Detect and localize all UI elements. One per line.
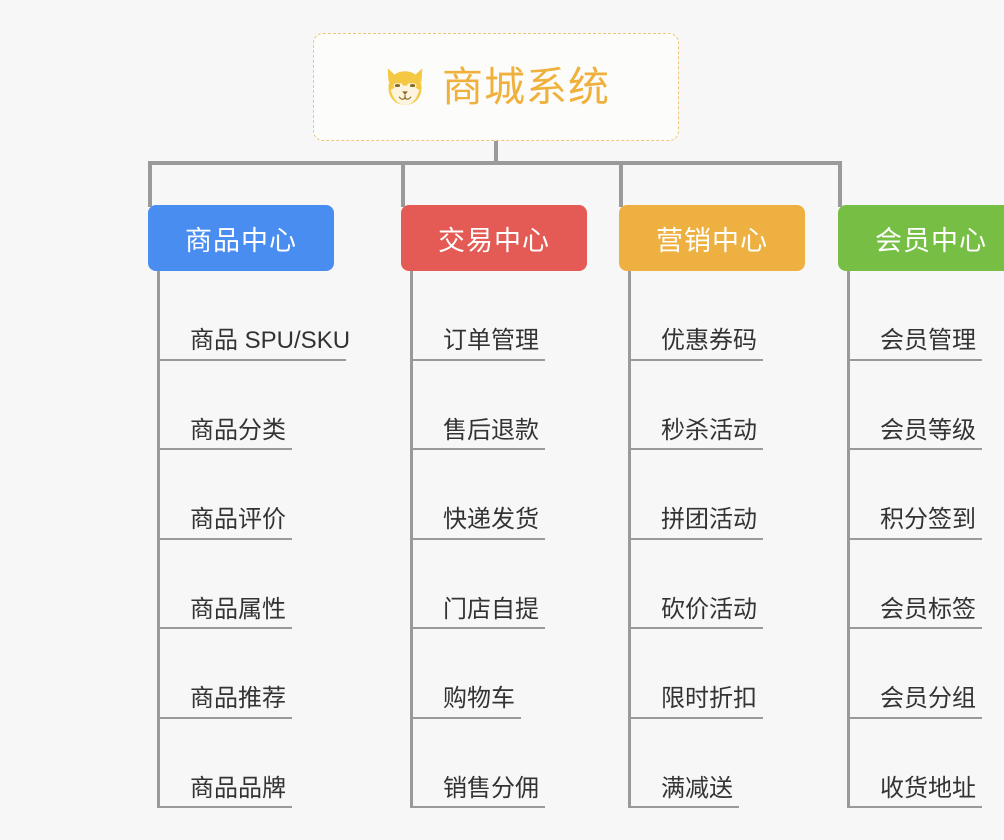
leaf-underline: [160, 716, 292, 719]
leaf-underline: [631, 537, 763, 540]
leaf-item[interactable]: 商品分类: [160, 361, 368, 450]
leaf-item-label: 商品分类: [190, 416, 286, 444]
leaf-item-label: 快递发货: [443, 506, 539, 534]
category-header-member[interactable]: 会员中心: [838, 205, 1004, 271]
leaf-item[interactable]: 会员标签: [850, 540, 1004, 629]
category-header-trade[interactable]: 交易中心: [401, 205, 587, 271]
leaf-item[interactable]: 会员分组: [850, 629, 1004, 719]
leaf-underline: [413, 537, 545, 540]
leaf-underline: [160, 627, 292, 629]
leaf-underline: [631, 358, 763, 361]
category-header-marketing[interactable]: 营销中心: [619, 205, 805, 271]
leaf-item-label: 商品 SPU/SKU: [190, 327, 351, 355]
leaf-underline: [850, 716, 982, 719]
leaf-item-label: 购物车: [443, 685, 515, 713]
leaf-item[interactable]: 满减送: [631, 719, 839, 808]
leaf-item-label: 优惠券码: [661, 327, 757, 355]
leaf-item-label: 销售分佣: [443, 774, 539, 802]
leaf-item[interactable]: 商品属性: [160, 540, 368, 629]
category-header-product[interactable]: 商品中心: [148, 205, 334, 271]
leaf-item-label: 满减送: [661, 774, 733, 802]
leaf-item-label: 收货地址: [880, 774, 976, 802]
leaf-underline: [850, 448, 982, 450]
leaf-item[interactable]: 会员管理: [850, 271, 1004, 361]
leaf-item[interactable]: 门店自提: [413, 540, 621, 629]
leaf-underline: [631, 716, 763, 719]
leaf-item-label: 商品品牌: [190, 774, 286, 802]
leaf-item[interactable]: 拼团活动: [631, 450, 839, 540]
root-node[interactable]: 商城系统: [313, 33, 679, 141]
leaf-underline: [160, 806, 292, 808]
leaf-item-label: 会员等级: [880, 416, 976, 444]
leaf-item-label: 会员分组: [880, 685, 976, 713]
leaf-item[interactable]: 优惠券码: [631, 271, 839, 361]
leaf-underline: [160, 448, 292, 450]
leaf-item[interactable]: 订单管理: [413, 271, 621, 361]
leaf-underline: [631, 806, 739, 808]
leaf-underline: [160, 358, 346, 361]
leaf-item-label: 限时折扣: [661, 685, 757, 713]
leaf-item[interactable]: 砍价活动: [631, 540, 839, 629]
leaf-underline: [850, 806, 982, 808]
leaf-item-label: 商品推荐: [190, 685, 286, 713]
leaf-item[interactable]: 商品推荐: [160, 629, 368, 719]
leaf-underline: [631, 448, 763, 450]
leaf-item-label: 商品评价: [190, 506, 286, 534]
leaf-item[interactable]: 快递发货: [413, 450, 621, 540]
leaf-underline: [850, 537, 982, 540]
leaf-underline: [850, 358, 982, 361]
leaf-underline: [413, 627, 545, 629]
leaf-underline: [160, 537, 292, 540]
column-drop-connector: [838, 161, 842, 207]
horizontal-bus-connector: [148, 161, 840, 165]
leaf-item[interactable]: 会员等级: [850, 361, 1004, 450]
leaf-list-member: 会员管理会员等级积分签到会员标签会员分组收货地址: [847, 271, 1004, 808]
column-drop-connector: [619, 161, 623, 207]
leaf-item-label: 拼团活动: [661, 506, 757, 534]
leaf-underline: [413, 716, 521, 719]
leaf-item[interactable]: 销售分佣: [413, 719, 621, 808]
leaf-item[interactable]: 收货地址: [850, 719, 1004, 808]
column-drop-connector: [148, 161, 152, 207]
shiba-dog-face-icon: [387, 68, 423, 105]
leaf-item-label: 售后退款: [443, 416, 539, 444]
leaf-item[interactable]: 积分签到: [850, 450, 1004, 540]
root-title: 商城系统: [442, 63, 610, 110]
leaf-item[interactable]: 购物车: [413, 629, 621, 719]
leaf-item-label: 订单管理: [443, 327, 539, 355]
leaf-item[interactable]: 秒杀活动: [631, 361, 839, 450]
column-drop-connector: [401, 161, 405, 207]
leaf-item-label: 积分签到: [880, 506, 976, 534]
leaf-underline: [850, 627, 982, 629]
leaf-item-label: 砍价活动: [661, 595, 757, 623]
root-stem-connector: [494, 141, 498, 163]
leaf-underline: [413, 806, 545, 808]
leaf-underline: [631, 627, 763, 629]
leaf-item[interactable]: 售后退款: [413, 361, 621, 450]
leaf-item[interactable]: 商品评价: [160, 450, 368, 540]
leaf-item-label: 会员管理: [880, 327, 976, 355]
leaf-list-product: 商品 SPU/SKU 商品分类商品评价商品属性商品推荐商品品牌: [157, 271, 368, 808]
leaf-item[interactable]: 商品品牌: [160, 719, 368, 808]
leaf-item[interactable]: 商品 SPU/SKU: [160, 271, 368, 361]
leaf-list-marketing: 优惠券码秒杀活动拼团活动砍价活动限时折扣满减送: [628, 271, 839, 808]
leaf-item-label: 会员标签: [880, 595, 976, 623]
leaf-list-trade: 订单管理售后退款快递发货门店自提购物车销售分佣: [410, 271, 621, 808]
leaf-item[interactable]: 限时折扣: [631, 629, 839, 719]
leaf-item-label: 商品属性: [190, 595, 286, 623]
leaf-underline: [413, 358, 545, 361]
leaf-item-label: 门店自提: [443, 595, 539, 623]
leaf-item-label: 秒杀活动: [661, 416, 757, 444]
leaf-underline: [413, 448, 545, 450]
